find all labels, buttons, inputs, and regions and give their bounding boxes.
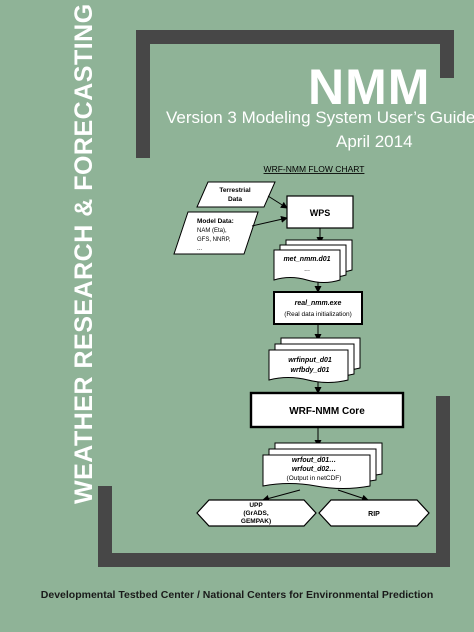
frame-top-bar (136, 30, 454, 44)
rip-box (318, 499, 430, 527)
model-data-label-2: NAM (Eta), (197, 228, 227, 234)
real-label-2: (Real data initialization) (284, 311, 352, 318)
met-document-stack (273, 239, 353, 283)
upp-box (196, 499, 317, 527)
model-name-title: NMM (308, 59, 431, 115)
model-to-wps-line (251, 215, 288, 227)
flowchart-title: WRF-NMM FLOW CHART (264, 164, 365, 174)
wrfout-document-stack (262, 442, 383, 489)
rip-label: RIP (368, 511, 380, 518)
model-data-label-3: GFS, NNRP, (197, 237, 231, 243)
upp-label-3: GEMPAK) (241, 518, 271, 525)
wps-label: WPS (310, 208, 331, 218)
model-data-label-4: ... (197, 246, 202, 252)
frame-right-upper-bar (440, 30, 454, 78)
upp-label-2: (GrADS, (243, 510, 268, 517)
wrfout-label-1: wrfout_d01… (292, 457, 336, 464)
frame-right-lower-bar (436, 396, 450, 567)
frame-left-bar (136, 30, 150, 158)
real-nmm-box (273, 291, 363, 325)
publisher-footer: Developmental Testbed Center / National … (40, 589, 434, 601)
terrestrial-label-2: Data (228, 196, 242, 203)
terrestrial-data-box (196, 181, 276, 208)
model-data-box (173, 211, 259, 255)
frame-left-lower-bar (98, 486, 112, 566)
wrfout-to-rip-line (337, 489, 369, 502)
wrfout-label-2: wrfout_d02… (292, 466, 336, 473)
wrfinput-document-stack (268, 337, 361, 383)
terrestrial-label-1: Terrestrial (219, 187, 251, 194)
wrfout-label-3: (Output in netCDF) (287, 475, 342, 482)
publication-date: April 2014 (336, 132, 413, 151)
terrestrial-to-wps-line (267, 195, 288, 209)
met-label-2: ... (304, 266, 310, 273)
wrfinput-label-2: wrfbdy_d01 (291, 367, 330, 374)
real-label-1: real_nmm.exe (295, 300, 342, 307)
core-label: WRF-NMM Core (289, 406, 365, 417)
wrfinput-label-1: wrfinput_d01 (288, 357, 332, 364)
met-label-1: met_nmm.d01 (283, 256, 330, 263)
guide-subtitle: Version 3 Modeling System User’s Guide (166, 108, 474, 127)
frame-bottom-bar (98, 553, 450, 567)
upp-label-1: UPP (249, 502, 263, 509)
model-data-label-1: Model Data: (197, 218, 234, 225)
wrf-nmm-core-box (249, 391, 405, 429)
wrfout-to-upp-line (262, 489, 301, 502)
